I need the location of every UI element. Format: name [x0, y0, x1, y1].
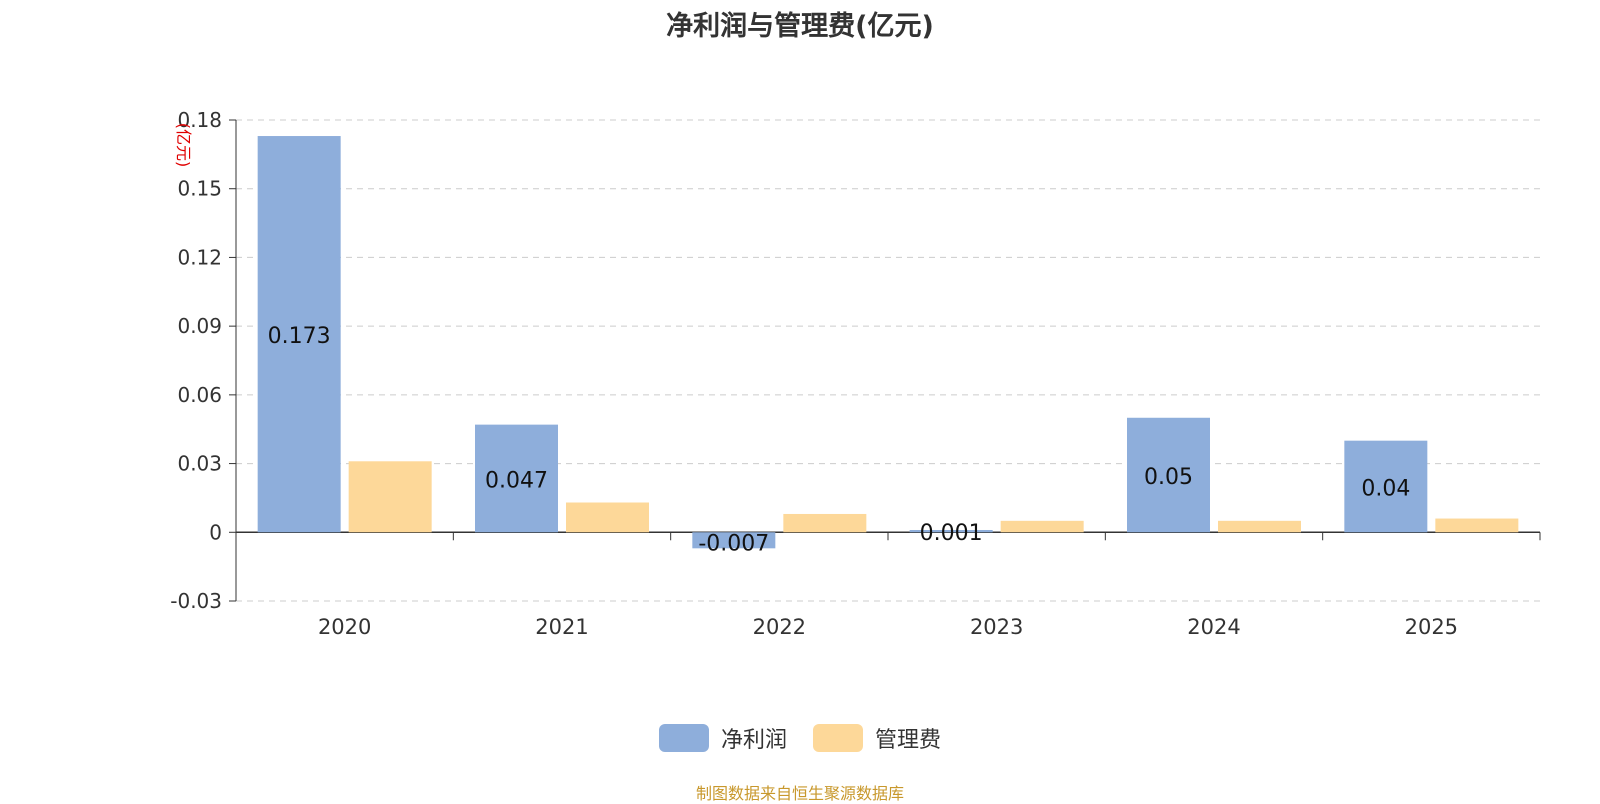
y-tick-label: 0.09	[177, 314, 222, 338]
bar-admin-fee	[348, 461, 432, 533]
bar-admin-fee	[566, 502, 649, 533]
y-tick-label: 0.15	[177, 177, 222, 201]
bar-chart: -0.03 0 0.03 0.06 0.09 0.12 0.15 0.18(亿元) 0.173 2…	[170, 108, 1541, 639]
x-tick-label: 2022	[753, 615, 806, 639]
y-tick-label: 0.06	[177, 383, 222, 407]
legend[interactable]: 净利润 管理费	[0, 722, 1600, 754]
legend-label-admin-fee: 管理费	[875, 728, 942, 753]
y-tick-label: 0.12	[177, 245, 222, 269]
data-label-net-profit: 0.047	[485, 468, 548, 493]
x-tick-label: 2023	[970, 615, 1023, 639]
x-tick-label: 2025	[1405, 615, 1458, 639]
bar-admin-fee	[1218, 520, 1301, 533]
bar-net-profit	[1127, 417, 1210, 533]
y-tick-label: 0.03	[177, 452, 222, 476]
data-label-net-profit: 0.173	[268, 324, 331, 349]
data-label-net-profit: 0.05	[1144, 465, 1193, 490]
y-tick-label: -0.03	[170, 589, 222, 613]
y-tick-label: 0	[209, 520, 222, 544]
y-tick-label: 0.18	[177, 108, 222, 132]
bar-net-profit	[909, 529, 993, 533]
bar-net-profit	[475, 424, 558, 533]
data-label-net-profit: 0.001	[920, 521, 983, 546]
y-axis-unit-label: (亿元)	[174, 123, 193, 168]
x-tick-label: 2020	[318, 615, 371, 639]
bar-admin-fee	[1000, 520, 1084, 533]
x-tick-label: 2021	[535, 615, 588, 639]
bar-net-profit	[257, 136, 341, 533]
data-label-net-profit: 0.04	[1361, 476, 1410, 501]
bar-admin-fee	[783, 513, 867, 533]
legend-swatch-admin-fee	[813, 724, 863, 752]
legend-item-net-profit[interactable]: 净利润	[658, 722, 787, 754]
data-label-net-profit: -0.007	[698, 531, 769, 556]
bar-admin-fee	[1435, 518, 1519, 533]
legend-label-net-profit: 净利润	[720, 728, 787, 753]
chart-title: 净利润与管理费(亿元)	[666, 11, 934, 42]
legend-item-admin-fee[interactable]: 管理费	[813, 722, 941, 754]
data-source-note: 制图数据来自恒生聚源数据库	[695, 784, 904, 803]
legend-swatch-net-profit	[658, 724, 709, 752]
x-tick-label: 2024	[1187, 615, 1240, 639]
bar-net-profit	[692, 532, 776, 549]
bar-net-profit	[1344, 440, 1428, 533]
